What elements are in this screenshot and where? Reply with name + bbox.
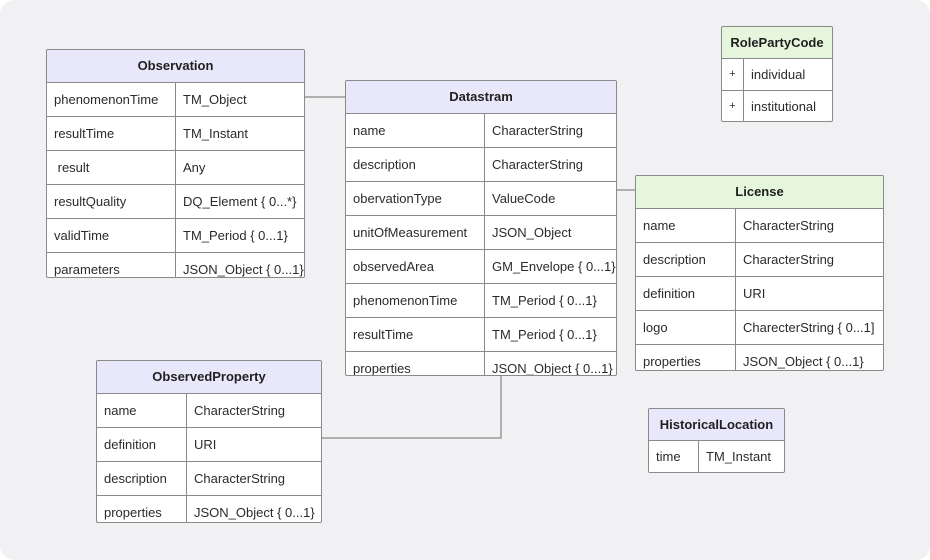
attribute-row: properties JSON_Object { 0...1} xyxy=(636,345,883,370)
attribute-name: logo xyxy=(636,311,736,344)
attribute-row: logo CharecterString { 0...1] xyxy=(636,311,883,345)
entity-observed-property[interactable]: ObservedProperty name CharacterString de… xyxy=(96,360,322,523)
attribute-name: phenomenonTime xyxy=(47,83,176,116)
attribute-name: parameters xyxy=(47,253,176,277)
attribute-row: phenomenonTime TM_Object xyxy=(47,83,304,117)
attribute-name: resultTime xyxy=(346,318,485,351)
plus-icon: + xyxy=(722,91,744,121)
attribute-name: time xyxy=(649,441,699,472)
attribute-type: JSON_Object { 0...1} xyxy=(743,354,864,369)
attribute-row: properties JSON_Object { 0...1} xyxy=(346,352,616,376)
attribute-name: definition xyxy=(636,277,736,310)
entity-title: Datastram xyxy=(346,81,616,114)
attribute-type: TM_Instant xyxy=(706,449,772,464)
attribute-name: properties xyxy=(636,345,736,370)
attribute-type: JSON_Object { 0...1} xyxy=(492,361,613,376)
attribute-type: CharacterString xyxy=(492,123,584,138)
attribute-name: obervationType xyxy=(346,182,485,215)
attribute-type: CharacterString xyxy=(194,471,286,486)
attribute-row: result Any xyxy=(47,151,304,185)
entity-datastream[interactable]: Datastram name CharacterString descripti… xyxy=(345,80,617,376)
enum-value: institutional xyxy=(751,99,817,114)
entity-title: License xyxy=(636,176,883,209)
connector-datastream-observedproperty xyxy=(321,375,502,439)
entity-title: RolePartyCode xyxy=(722,27,832,59)
entity-title: Observation xyxy=(47,50,304,83)
entity-title: HistoricalLocation xyxy=(649,409,784,441)
attribute-row: parameters JSON_Object { 0...1} xyxy=(47,253,304,277)
attribute-row: resultQuality DQ_Element { 0...*} xyxy=(47,185,304,219)
attribute-type: DQ_Element { 0...*} xyxy=(183,194,297,209)
attribute-type: JSON_Object xyxy=(492,225,572,240)
attribute-type: TM_Period { 0...1} xyxy=(183,228,288,243)
attribute-name: validTime xyxy=(47,219,176,252)
enum-row: + individual xyxy=(722,59,832,91)
entity-role-party-code[interactable]: RolePartyCode + individual + institution… xyxy=(721,26,833,122)
attribute-name: unitOfMeasurement xyxy=(346,216,485,249)
attribute-name: resultQuality xyxy=(47,185,176,218)
attribute-row: description CharacterString xyxy=(97,462,321,496)
attribute-row: description CharacterString xyxy=(636,243,883,277)
attribute-type: CharecterString { 0...1] xyxy=(743,320,875,335)
attribute-row: name CharacterString xyxy=(346,114,616,148)
attribute-name: name xyxy=(97,394,187,427)
attribute-row: definition URI xyxy=(636,277,883,311)
attribute-type: Any xyxy=(183,160,206,175)
attribute-row: name CharacterString xyxy=(97,394,321,428)
attribute-name: description xyxy=(636,243,736,276)
attribute-type: JSON_Object { 0...1} xyxy=(194,505,315,520)
attribute-type: GM_Envelope { 0...1} xyxy=(492,259,616,274)
entity-license[interactable]: License name CharacterString description… xyxy=(635,175,884,371)
attribute-name: name xyxy=(636,209,736,242)
attribute-row: name CharacterString xyxy=(636,209,883,243)
attribute-row: obervationType ValueCode xyxy=(346,182,616,216)
attribute-type: URI xyxy=(194,437,217,452)
attribute-row: resultTime TM_Period { 0...1} xyxy=(346,318,616,352)
attribute-type: TM_Period { 0...1} xyxy=(492,293,597,308)
attribute-row: properties JSON_Object { 0...1} xyxy=(97,496,321,522)
attribute-row: description CharacterString xyxy=(346,148,616,182)
attribute-type: TM_Period { 0...1} xyxy=(492,327,597,342)
attribute-name: resultTime xyxy=(47,117,176,150)
attribute-name: description xyxy=(346,148,485,181)
attribute-name: name xyxy=(346,114,485,147)
attribute-name: properties xyxy=(346,352,485,375)
enum-value: individual xyxy=(751,67,806,82)
attribute-name: description xyxy=(97,462,187,495)
enum-row: + institutional xyxy=(722,91,832,121)
attribute-row: unitOfMeasurement JSON_Object xyxy=(346,216,616,250)
entity-title: ObservedProperty xyxy=(97,361,321,394)
attribute-type: TM_Object xyxy=(183,92,247,107)
entity-observation[interactable]: Observation phenomenonTime TM_Object res… xyxy=(46,49,305,278)
attribute-type: ValueCode xyxy=(492,191,556,206)
plus-icon: + xyxy=(722,59,744,90)
attribute-type: CharacterString xyxy=(743,218,835,233)
attribute-name: properties xyxy=(97,496,187,522)
attribute-type: CharacterString xyxy=(194,403,286,418)
attribute-row: observedArea GM_Envelope { 0...1} xyxy=(346,250,616,284)
entity-historical-location[interactable]: HistoricalLocation time TM_Instant xyxy=(648,408,785,473)
attribute-name: phenomenonTime xyxy=(346,284,485,317)
attribute-row: time TM_Instant xyxy=(649,441,784,472)
attribute-name: observedArea xyxy=(346,250,485,283)
attribute-name: result xyxy=(47,151,176,184)
attribute-row: validTime TM_Period { 0...1} xyxy=(47,219,304,253)
attribute-type: JSON_Object { 0...1} xyxy=(183,262,304,277)
attribute-type: CharacterString xyxy=(743,252,835,267)
attribute-type: TM_Instant xyxy=(183,126,249,141)
attribute-row: definition URI xyxy=(97,428,321,462)
attribute-type: CharacterString xyxy=(492,157,584,172)
attribute-type: URI xyxy=(743,286,766,301)
attribute-row: resultTime TM_Instant xyxy=(47,117,304,151)
attribute-name: definition xyxy=(97,428,187,461)
attribute-row: phenomenonTime TM_Period { 0...1} xyxy=(346,284,616,318)
